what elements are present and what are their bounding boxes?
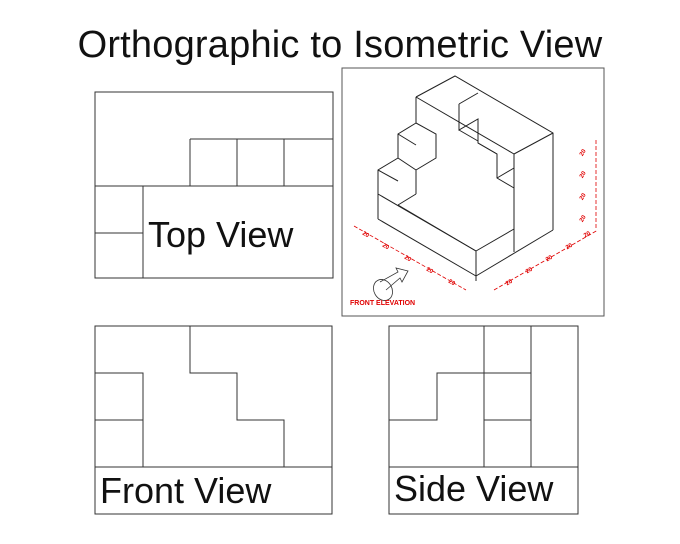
side-view-label: Side View bbox=[394, 468, 554, 509]
front-elevation-label: FRONT ELEVATION bbox=[350, 300, 416, 307]
page-title: Orthographic to Isometric View bbox=[77, 24, 603, 66]
isometric-solid bbox=[377, 75, 554, 281]
dimension-lines bbox=[353, 140, 599, 291]
isometric-frame bbox=[341, 67, 605, 317]
side-view-drawing bbox=[388, 325, 579, 515]
top-view-label: Top View bbox=[148, 214, 294, 255]
front-view-drawing bbox=[94, 325, 333, 515]
front-view-label: Front View bbox=[100, 470, 272, 511]
top-view-drawing bbox=[94, 91, 334, 279]
front-elevation-arrow bbox=[373, 267, 409, 301]
